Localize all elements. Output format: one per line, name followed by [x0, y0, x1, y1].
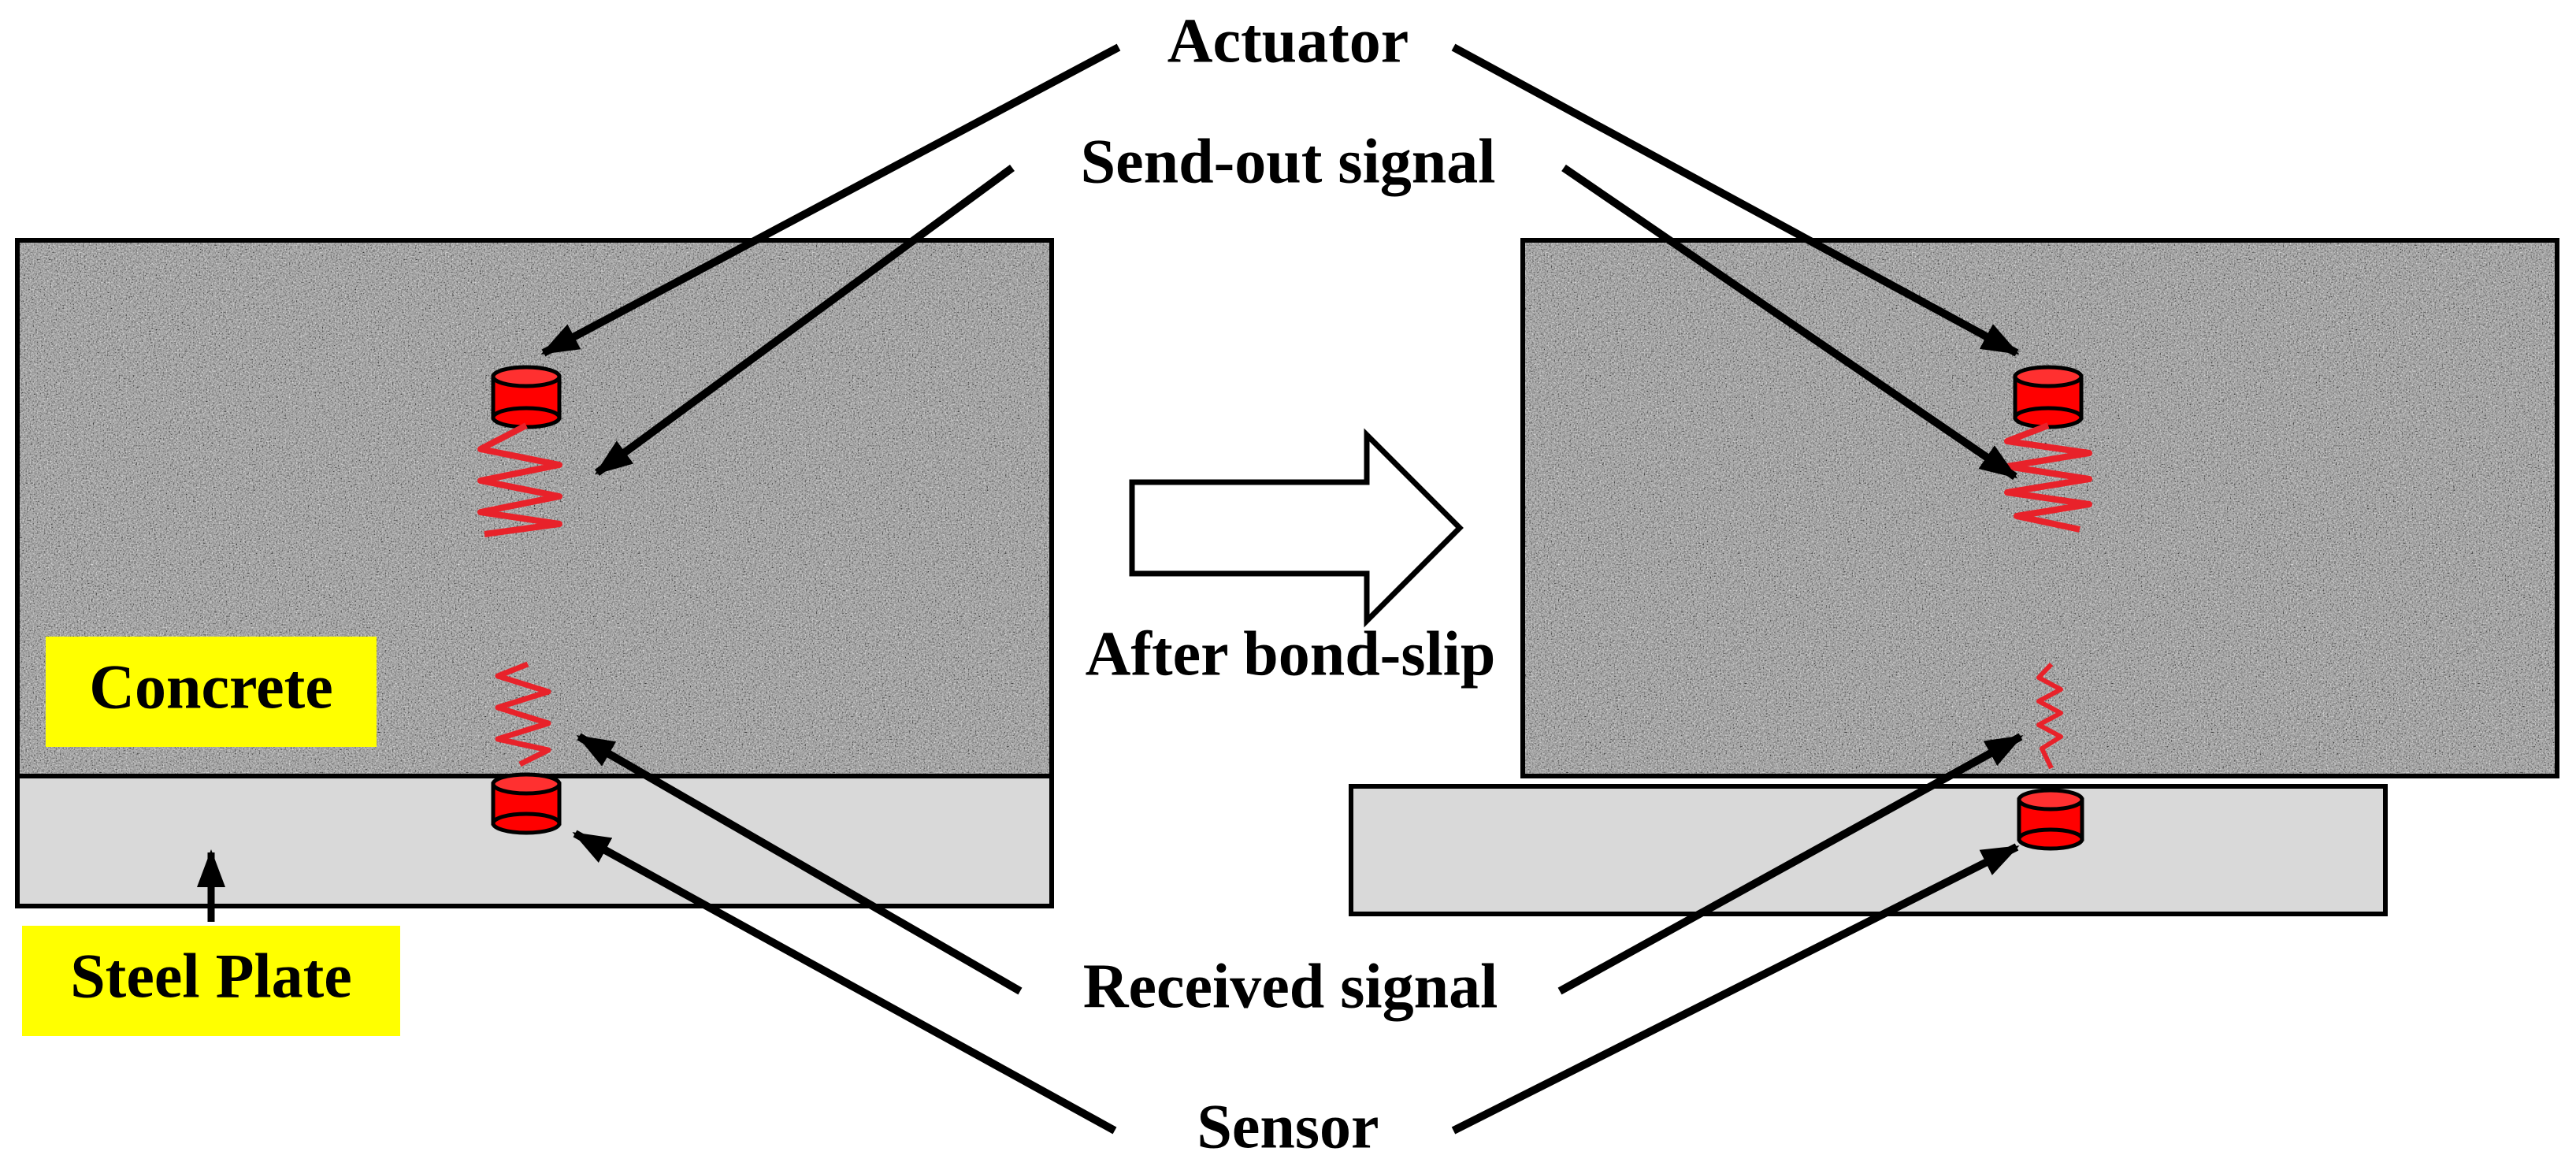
concrete-tag: Concrete — [46, 637, 377, 747]
left-sensor — [491, 772, 562, 835]
actuator-arrow-right — [1451, 43, 2020, 357]
left-actuator — [491, 365, 562, 429]
sensor-arrow-right — [1451, 843, 2020, 1135]
send-out-arrow-left — [594, 164, 1015, 477]
after-bond-slip-transition: After bond-slip — [1086, 428, 1496, 689]
received-arrow-left — [576, 733, 1023, 995]
concrete-tag-background — [46, 637, 377, 747]
actuator-arrow-left — [540, 43, 1121, 357]
received-signal-label: Received signal — [1083, 952, 1498, 1021]
right-concrete-texture — [1523, 240, 2557, 776]
steel-plate-label: Steel Plate — [70, 942, 352, 1011]
sensor-label: Sensor — [1197, 1092, 1379, 1161]
right-specimen — [1349, 238, 2559, 916]
right-received-wave — [2036, 662, 2063, 770]
right-send-out-wave — [2004, 422, 2092, 533]
right-actuator — [2013, 365, 2084, 429]
concrete-label: Concrete — [89, 652, 333, 722]
steel-plate-tag: Steel Plate — [22, 926, 400, 1036]
left-received-wave — [495, 661, 551, 767]
left-specimen: Concrete Steel Plate — [15, 238, 1054, 1036]
right-steel-plate — [1349, 784, 2388, 916]
callout-arrows — [540, 43, 2024, 1135]
received-arrow-right — [1557, 733, 2024, 995]
actuator-label: Actuator — [1167, 6, 1409, 76]
send-out-arrow-right — [1561, 164, 2018, 481]
hollow-right-arrow-icon — [1129, 428, 1464, 628]
steel-plate-tag-background — [22, 926, 400, 1036]
left-send-out-wave — [477, 422, 562, 537]
send-out-signal-label: Send-out signal — [1081, 127, 1496, 196]
sensor-arrow-left — [572, 830, 1117, 1135]
after-bond-slip-label: After bond-slip — [1086, 619, 1496, 689]
right-sensor — [2017, 788, 2084, 851]
